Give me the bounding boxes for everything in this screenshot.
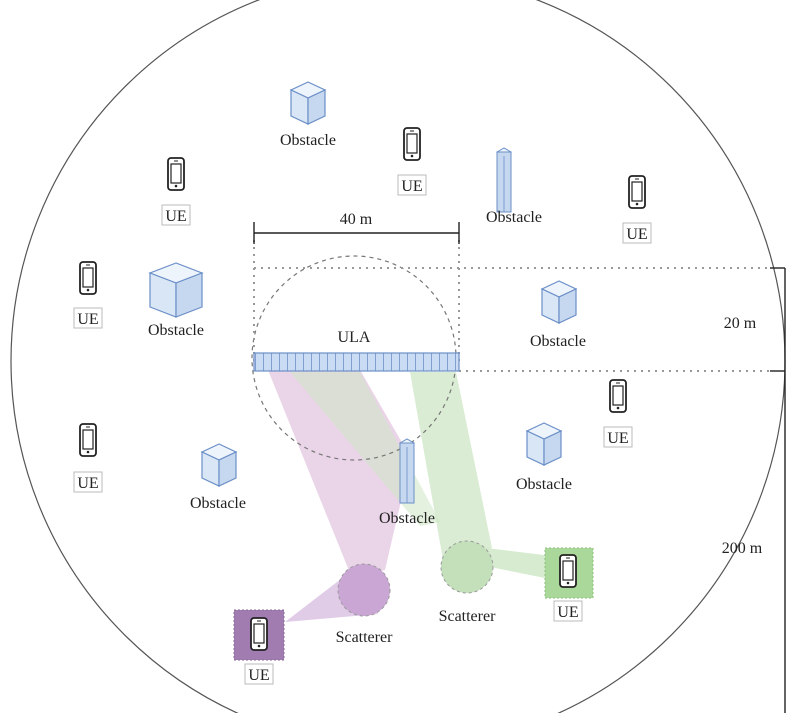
obstacle-right: Obstacle	[530, 280, 586, 350]
ula-label: ULA	[338, 329, 371, 346]
svg-text:Obstacle: Obstacle	[379, 510, 435, 527]
obstacle-top: Obstacle	[280, 81, 336, 149]
svg-text:UE: UE	[165, 208, 186, 225]
svg-text:UE: UE	[401, 178, 422, 195]
svg-text:UE: UE	[77, 475, 98, 492]
green-scatterer	[440, 540, 494, 594]
svg-text:Obstacle: Obstacle	[280, 132, 336, 149]
ue-purple-target: UE	[244, 617, 274, 685]
svg-text:UE: UE	[248, 667, 269, 684]
svg-text:UE: UE	[557, 604, 578, 621]
ue-right: UE	[603, 379, 633, 448]
obstacle-bottom-right: Obstacle	[516, 422, 572, 493]
ue-top-center: UE	[397, 127, 427, 196]
obstacle-left: Obstacle	[148, 262, 204, 339]
purple-scatterer	[337, 563, 391, 617]
svg-text:Obstacle: Obstacle	[148, 322, 204, 339]
svg-text:Obstacle: Obstacle	[530, 333, 586, 350]
radius-label: 200 m	[722, 540, 763, 557]
height-label: 20 m	[724, 315, 757, 332]
green-beam-right	[410, 372, 492, 560]
ula-array	[253, 352, 460, 372]
green-beam-to-ue	[470, 546, 555, 580]
svg-text:UE: UE	[626, 226, 647, 243]
svg-text:Obstacle: Obstacle	[516, 476, 572, 493]
svg-text:Obstacle: Obstacle	[190, 495, 246, 512]
obstacle-tall-top: Obstacle	[486, 147, 542, 226]
svg-text:UE: UE	[607, 430, 628, 447]
ue-green-target: UE	[553, 554, 583, 622]
ue-top-right: UE	[622, 175, 652, 244]
obstacle-bottom-left: Obstacle	[190, 443, 246, 512]
green-scatterer-label: Scatterer	[439, 608, 497, 625]
purple-scatterer-label: Scatterer	[336, 629, 394, 646]
width-label: 40 m	[340, 211, 373, 228]
obstacle-center-pillar: Obstacle	[379, 438, 435, 527]
svg-text:Obstacle: Obstacle	[486, 209, 542, 226]
svg-text:UE: UE	[77, 311, 98, 328]
ue-bottom-left: UE	[73, 423, 103, 493]
ue-top-left: UE	[161, 157, 191, 226]
ue-left: UE	[73, 261, 103, 329]
